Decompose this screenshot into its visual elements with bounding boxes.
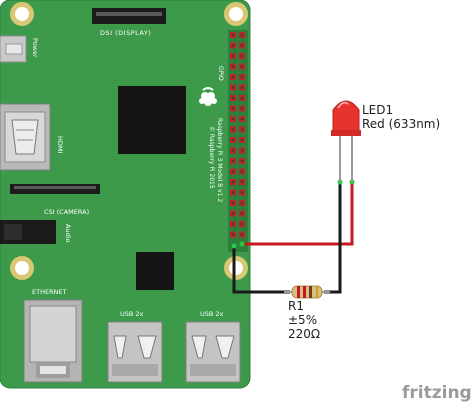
- gpio-pin-hole: [241, 76, 243, 78]
- usb-port-left: USB 2x: [107, 310, 163, 383]
- gpio-pin-hole: [241, 44, 243, 47]
- wire-joint: [231, 243, 237, 249]
- usb-right-label: USB 2x: [200, 310, 224, 318]
- gpio-pin-hole: [232, 86, 234, 89]
- gpio-label: GPIO: [217, 66, 224, 81]
- gpio-pin-hole: [241, 191, 243, 194]
- ethernet-port: ETHERNET: [23, 288, 83, 383]
- gpio-pin-hole: [241, 118, 243, 120]
- gpio-pin-hole: [241, 86, 243, 89]
- audio-jack: Audio: [0, 220, 72, 244]
- gpio-pin-hole: [232, 212, 234, 215]
- gpio-pin-hole: [232, 128, 234, 131]
- gpio-pin-hole: [241, 55, 243, 57]
- csi-connector: CSI (CAMERA): [10, 184, 100, 216]
- gpio-pin-hole: [241, 149, 243, 152]
- pcb: [0, 0, 251, 389]
- model-label: Raspberry Pi 3 Model B v1.2: [216, 118, 223, 202]
- wire-joint: [239, 241, 245, 247]
- gpio-pin-hole: [241, 128, 243, 131]
- gpio-pin-hole: [232, 202, 234, 204]
- black-wire-led: [324, 182, 342, 294]
- gpio-pin-hole: [241, 97, 243, 99]
- gpio-pin-hole: [241, 34, 243, 36]
- gpio-pin-hole: [241, 65, 243, 68]
- resistor-tolerance: ±5%: [288, 313, 317, 327]
- red-wire: [242, 182, 354, 246]
- gpio-pin-hole: [241, 233, 243, 236]
- gpio-pin-hole: [241, 223, 243, 225]
- gpio-pin-hole: [232, 149, 234, 152]
- ethernet-label: ETHERNET: [32, 288, 67, 296]
- gpio-pin-hole: [232, 34, 234, 36]
- gpio-pin-hole: [232, 233, 234, 236]
- led-description: Red (633nm): [362, 117, 440, 131]
- power-connector: Power: [0, 35, 39, 63]
- gpio-pin-hole: [241, 160, 243, 162]
- hdmi-label: HDMI: [56, 136, 64, 154]
- gpio-pin-hole: [232, 97, 234, 99]
- resistor-r1: [284, 285, 330, 299]
- csi-label: CSI (CAMERA): [44, 208, 89, 216]
- gpio-pin-hole: [232, 139, 234, 141]
- gpio-pin-hole: [241, 139, 243, 141]
- gpio-pin-hole: [241, 107, 243, 110]
- usb-left-label: USB 2x: [120, 310, 144, 318]
- mounting-hole: [15, 7, 29, 21]
- mounting-hole: [15, 261, 29, 275]
- gpio-pin-hole: [232, 170, 234, 173]
- gpio-pin-hole: [232, 160, 234, 162]
- copyright-label: © Raspberry Pi 2015: [208, 126, 215, 189]
- resistor-value: 220Ω: [288, 327, 320, 341]
- raspberry-pi-board: DSI (DISPLAY) Power HDMI CSI (CAMERA): [0, 0, 251, 389]
- gpio-pin-hole: [241, 202, 243, 204]
- gpio-pin-hole: [232, 118, 234, 120]
- raspberry-logo-icon: [199, 87, 217, 106]
- gpio-pin-hole: [232, 55, 234, 57]
- gpio-pin-hole: [241, 181, 243, 183]
- mounting-holes: [10, 2, 248, 280]
- audio-label: Audio: [64, 224, 72, 242]
- mounting-hole: [229, 7, 243, 21]
- gpio-pin-hole: [232, 44, 234, 47]
- led-name: LED1: [362, 103, 393, 117]
- soc-chip: [118, 86, 186, 154]
- dsi-label: DSI (DISPLAY): [100, 29, 151, 37]
- mounting-hole: [229, 261, 243, 275]
- dsi-connector: DSI (DISPLAY): [92, 8, 166, 37]
- hdmi-connector: HDMI: [0, 103, 64, 171]
- black-wire-gpio: [232, 246, 290, 294]
- gpio-pin-hole: [232, 223, 234, 225]
- gpio-pin-hole: [241, 212, 243, 215]
- led-icon: [331, 100, 361, 182]
- gpio-pin-hole: [232, 181, 234, 183]
- fritzing-logo: fritzing: [402, 383, 472, 403]
- gpio-pin-hole: [232, 76, 234, 78]
- gpio-pin-hole: [241, 170, 243, 173]
- usb-controller-chip: [136, 252, 174, 290]
- gpio-pin-hole: [232, 65, 234, 68]
- usb-port-right: USB 2x: [185, 310, 241, 383]
- power-label: Power: [31, 38, 39, 58]
- resistor-name: R1: [288, 299, 304, 313]
- gpio-pins: [230, 32, 245, 238]
- gpio-pin-hole: [232, 191, 234, 194]
- gpio-pin-hole: [232, 107, 234, 110]
